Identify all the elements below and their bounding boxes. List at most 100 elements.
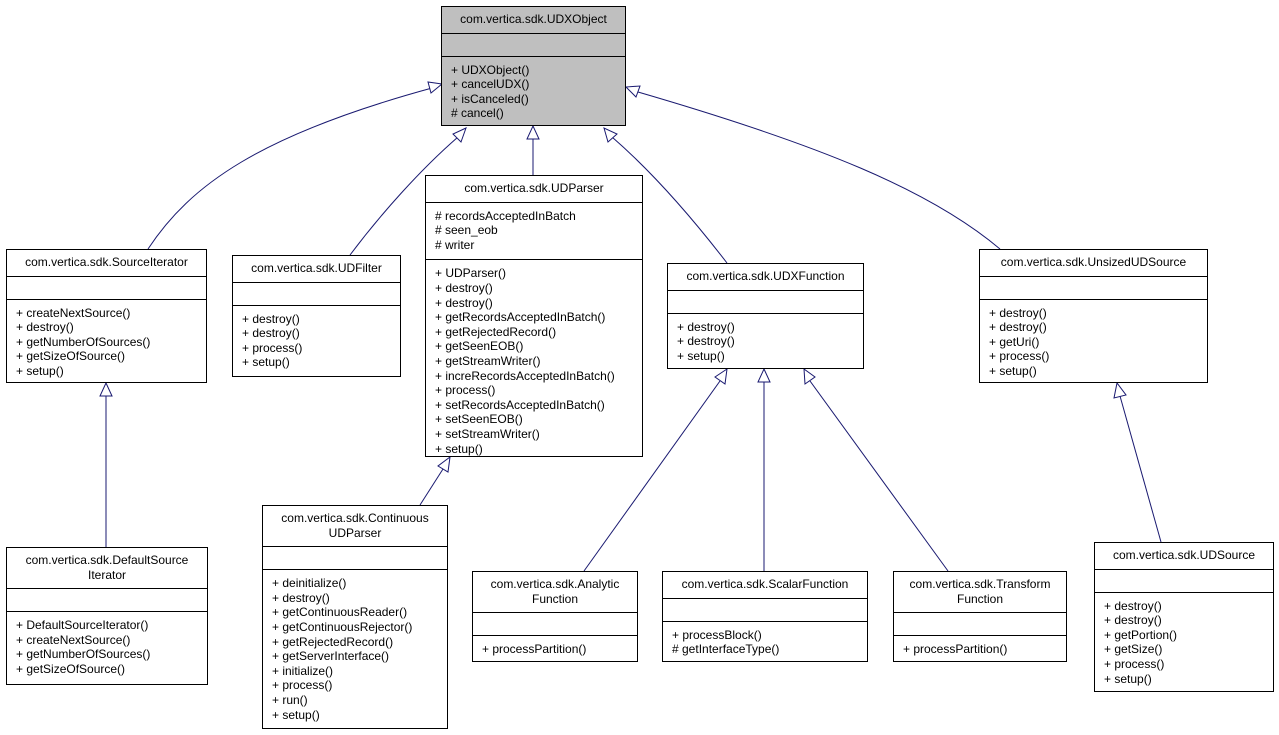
edge-analyticfunction [583, 380, 721, 572]
method: + process() [1104, 656, 1165, 671]
method: + setup() [242, 355, 290, 370]
method: + getSizeOfSource() [16, 349, 126, 364]
methods-compartment: + destroy()+ destroy()+ getUri()+ proces… [980, 298, 1207, 386]
method: + getPortion() [1104, 627, 1178, 642]
class-unsizedudsource[interactable]: com.vertica.sdk.UnsizedUDSource+ destroy… [979, 249, 1208, 383]
method: + getUri() [989, 334, 1040, 349]
method: # getInterfaceType() [672, 642, 780, 657]
arrowhead-scalarfunction [757, 367, 771, 383]
method: + setStreamWriter() [435, 426, 540, 441]
class-udfilter[interactable]: com.vertica.sdk.UDFilter+ destroy()+ des… [232, 255, 401, 377]
method: + setup() [272, 707, 320, 722]
method: + destroy() [272, 590, 330, 605]
method: + processBlock() [672, 627, 762, 642]
attributes-compartment [263, 546, 447, 569]
method: + process() [242, 340, 303, 355]
method: + cancelUDX() [451, 77, 530, 92]
methods-compartment: + processBlock()# getInterfaceType() [663, 620, 867, 664]
attributes-compartment [7, 588, 207, 611]
method: + initialize() [272, 663, 334, 678]
methods-compartment: + processPartition() [894, 635, 1066, 664]
attribute: # writer [435, 237, 475, 252]
arrowhead-unsizedudsource [624, 85, 641, 98]
method: + processPartition() [903, 642, 1008, 657]
method: + destroy() [1104, 598, 1162, 613]
method: + destroy() [989, 320, 1047, 335]
attributes-compartment [663, 597, 867, 621]
class-title-line: Function [531, 591, 579, 606]
method: + setup() [16, 363, 64, 378]
class-title-line: com.vertica.sdk.UDParser [464, 181, 604, 195]
arrowhead-defaultsourceiterator [99, 381, 113, 397]
method: + getContinuousReader() [272, 605, 408, 620]
class-title-line: com.vertica.sdk.UDSource [1112, 548, 1256, 562]
method: + destroy() [677, 334, 735, 349]
method: + process() [272, 678, 333, 693]
method: + destroy() [989, 305, 1047, 320]
methods-compartment: + destroy()+ destroy()+ getPortion()+ ge… [1095, 591, 1273, 694]
class-name: com.vertica.sdk.UDXObject [442, 7, 625, 33]
arrowhead-udxfunction [603, 127, 618, 143]
method: + getNumberOfSources() [16, 334, 151, 349]
class-name: com.vertica.sdk.UDFilter [233, 256, 400, 282]
method: + createNextSource() [16, 632, 131, 647]
class-title-line: com.vertica.sdk.Continuous [281, 511, 429, 525]
method: + getStreamWriter() [435, 353, 541, 368]
method: + setup() [989, 363, 1037, 378]
class-scalarfunction[interactable]: com.vertica.sdk.ScalarFunction + processB… [662, 571, 868, 662]
class-title-line: com.vertica.sdk.Analytic [490, 577, 620, 591]
edge-unsizedudsource [637, 91, 1001, 250]
edge-udsource [1119, 395, 1162, 543]
attributes-compartment [668, 289, 863, 313]
class-udxfunction[interactable]: com.vertica.sdk.UDXFunction + destroy()+ … [667, 263, 864, 369]
class-udsource[interactable]: com.vertica.sdk.UDSource+ destroy()+ des… [1094, 542, 1274, 692]
attributes-compartment [473, 612, 637, 635]
method: + destroy() [435, 280, 493, 295]
method: + run() [272, 692, 308, 707]
class-udparser[interactable]: com.vertica.sdk.UDParser # recordsAccepte… [425, 175, 643, 457]
edge-sourceiterator [147, 87, 433, 250]
attributes-compartment [442, 32, 625, 56]
arrowhead-sourceiterator [427, 81, 444, 94]
method: + getRejectedRecord() [272, 634, 394, 649]
arrowhead-udfilter [452, 127, 467, 143]
method: + destroy() [242, 326, 300, 341]
class-title-line: com.vertica.sdk.DefaultSource [25, 553, 189, 567]
attributes-compartment [1095, 568, 1273, 592]
method: + isCanceled() [451, 91, 529, 106]
method: + getSizeOfSource() [16, 661, 126, 676]
attributes-compartment [7, 275, 206, 299]
method: + destroy() [16, 320, 74, 335]
method: + setup() [1104, 671, 1152, 686]
method: # cancel() [451, 106, 504, 121]
edge-udfilter [349, 136, 459, 256]
class-name: com.vertica.sdk.UDXFunction [668, 264, 863, 290]
edge-udxfunction [611, 136, 728, 264]
method: + process() [989, 349, 1050, 364]
methods-compartment: + processPartition() [473, 635, 637, 664]
arrowhead-transformfunction [803, 367, 816, 385]
class-title-line: UDParser [328, 525, 382, 540]
method: + destroy() [677, 319, 735, 334]
method: + getSize() [1104, 642, 1163, 657]
method: + getRecordsAcceptedInBatch() [435, 310, 606, 325]
attributes-compartment [233, 281, 400, 305]
method: + UDXObject() [451, 62, 530, 77]
methods-compartment: + UDXObject()+ cancelUDX()+ isCanceled()… [442, 55, 625, 128]
class-name: com.vertica.sdk.ScalarFunction [663, 572, 867, 598]
class-udxobject[interactable]: com.vertica.sdk.UDXObject+ UDXObject()+ … [441, 6, 626, 126]
methods-compartment: + destroy()+ destroy()+ setup() [668, 312, 863, 371]
method: + increRecordsAcceptedInBatch() [435, 368, 615, 383]
attributes-compartment: # recordsAcceptedInBatch# seen_eob# writ… [426, 201, 642, 260]
class-sourceiterator[interactable]: com.vertica.sdk.SourceIterator+ createNe… [6, 249, 207, 383]
arrowhead-analyticfunction [714, 367, 728, 385]
class-name: com.vertica.sdk.UDParser [426, 176, 642, 202]
